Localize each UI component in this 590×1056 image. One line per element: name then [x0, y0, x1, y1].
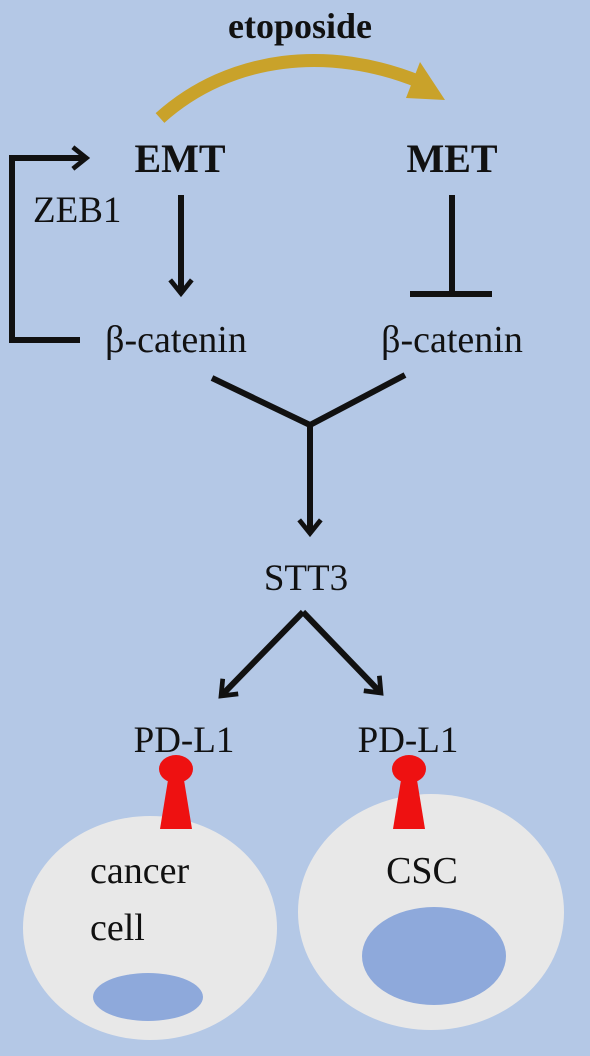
zeb1-label: ZEB1	[33, 190, 121, 231]
pdl1-left-label: PD-L1	[134, 720, 235, 761]
cancer-cell-label-line2: cell	[90, 907, 145, 949]
met-label: MET	[406, 136, 497, 181]
stt3-to-pdl1-right-arrow	[300, 609, 380, 692]
cancer-cell-label-line1: cancer	[90, 850, 189, 892]
feedback-loop-arrow	[9, 158, 85, 343]
etoposide-label: etoposide	[228, 6, 372, 46]
stt3-to-pdl1-left-arrow	[222, 609, 306, 695]
convergence-right	[308, 372, 407, 428]
cancer-cell-nucleus	[93, 973, 203, 1021]
csc-nucleus	[362, 907, 506, 1005]
etoposide-arrowhead	[406, 62, 445, 100]
emt-label: EMT	[134, 136, 225, 181]
pdl1-receptor-right	[392, 755, 426, 829]
convergence-left	[210, 375, 312, 428]
beta-catenin-left: β-catenin	[105, 319, 247, 361]
etoposide-arrow	[155, 54, 423, 123]
beta-catenin-right: β-catenin	[381, 319, 523, 361]
stt3-label: STT3	[264, 558, 348, 599]
pdl1-receptor-left	[159, 755, 193, 829]
pdl1-right-label: PD-L1	[358, 720, 459, 761]
csc-label: CSC	[386, 850, 458, 892]
cancer-cell	[23, 816, 277, 1040]
